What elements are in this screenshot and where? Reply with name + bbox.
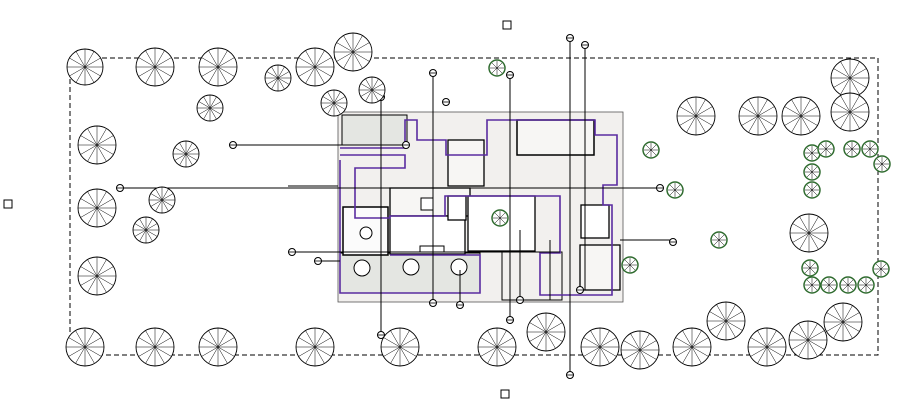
section-marker-icon[interactable] <box>288 248 296 256</box>
shrub-icon <box>872 260 890 278</box>
tree-icon <box>135 327 175 367</box>
shrub-icon <box>843 140 861 158</box>
shrub-icon <box>710 231 728 249</box>
shrub-icon <box>488 59 506 77</box>
shrub-icon <box>817 140 835 158</box>
carport <box>501 251 563 301</box>
tree-icon <box>65 327 105 367</box>
stair-2 <box>447 195 467 221</box>
round-table <box>359 226 373 240</box>
tree-icon <box>172 140 200 168</box>
tree-icon <box>620 330 660 370</box>
section-marker-icon[interactable] <box>116 184 124 192</box>
tree-icon <box>358 76 386 104</box>
shrub-icon <box>801 259 819 277</box>
section-marker-icon[interactable] <box>429 299 437 307</box>
tree-icon <box>789 213 829 253</box>
elevation-marker-icon[interactable] <box>3 199 13 209</box>
tree-icon <box>66 48 104 86</box>
elevation-marker-icon[interactable] <box>500 389 510 399</box>
shrub-icon <box>642 141 660 159</box>
section-marker-icon[interactable] <box>566 371 574 379</box>
elevation-marker-icon[interactable] <box>502 20 512 30</box>
tree-icon <box>333 32 373 72</box>
tree-icon <box>196 94 224 122</box>
tree-icon <box>295 327 335 367</box>
shrub-icon <box>666 181 684 199</box>
site-boundary <box>69 57 879 356</box>
tree-icon <box>148 186 176 214</box>
tree-icon <box>526 312 566 352</box>
section-marker-icon[interactable] <box>314 257 322 265</box>
planter <box>402 258 420 276</box>
section-marker-icon[interactable] <box>442 98 450 106</box>
kitchen <box>447 139 485 187</box>
tree-icon <box>320 89 348 117</box>
planter <box>353 259 371 277</box>
shrub-icon <box>861 140 879 158</box>
planter <box>450 258 468 276</box>
shrub-icon <box>621 256 639 274</box>
zone-outline <box>340 119 618 296</box>
shrub-icon <box>873 155 891 173</box>
bedroom-2 <box>579 244 621 291</box>
tree-icon <box>747 327 787 367</box>
section-marker-icon[interactable] <box>669 238 677 246</box>
tree-icon <box>477 327 517 367</box>
shrub-icon <box>803 163 821 181</box>
tree-icon <box>672 327 712 367</box>
section-marker-icon[interactable] <box>402 141 410 149</box>
garden-bed <box>341 114 408 146</box>
dining-table <box>420 197 434 211</box>
section-marker-icon[interactable] <box>229 141 237 149</box>
section-marker-icon[interactable] <box>429 69 437 77</box>
shrub-icon <box>803 181 821 199</box>
sofa <box>419 245 445 253</box>
tree-icon <box>198 47 238 87</box>
shrub-icon <box>839 276 857 294</box>
tree-icon <box>830 92 870 132</box>
section-marker-icon[interactable] <box>456 301 464 309</box>
shrub-icon <box>803 276 821 294</box>
tree-icon <box>295 47 335 87</box>
section-marker-icon[interactable] <box>656 184 664 192</box>
tree-icon <box>135 47 175 87</box>
tree-icon <box>781 96 821 136</box>
tree-icon <box>706 301 746 341</box>
tree-icon <box>580 327 620 367</box>
section-marker-icon[interactable] <box>506 316 514 324</box>
shrub-icon <box>857 276 875 294</box>
tree-icon <box>830 58 870 98</box>
section-lines <box>120 38 670 375</box>
tree-icon <box>264 64 292 92</box>
zone-outline-2 <box>339 160 481 294</box>
section-marker-icon[interactable] <box>516 296 524 304</box>
bedroom-1 <box>516 119 595 156</box>
tree-icon <box>77 125 117 165</box>
tree-icon <box>77 188 117 228</box>
tree-icon <box>198 327 238 367</box>
section-marker-icon[interactable] <box>377 331 385 339</box>
section-marker-icon[interactable] <box>566 34 574 42</box>
tree-icon <box>132 216 160 244</box>
tree-icon <box>823 302 863 342</box>
shrub-icon <box>491 209 509 227</box>
section-marker-icon[interactable] <box>576 286 584 294</box>
stair <box>580 204 610 239</box>
tree-icon <box>676 96 716 136</box>
section-marker-icon[interactable] <box>581 41 589 49</box>
section-marker-icon[interactable] <box>506 71 514 79</box>
tree-icon <box>788 320 828 360</box>
tree-icon <box>380 327 420 367</box>
tree-icon <box>738 96 778 136</box>
shrub-icon <box>820 276 838 294</box>
tree-icon <box>77 256 117 296</box>
house-footprint[interactable] <box>337 111 624 303</box>
